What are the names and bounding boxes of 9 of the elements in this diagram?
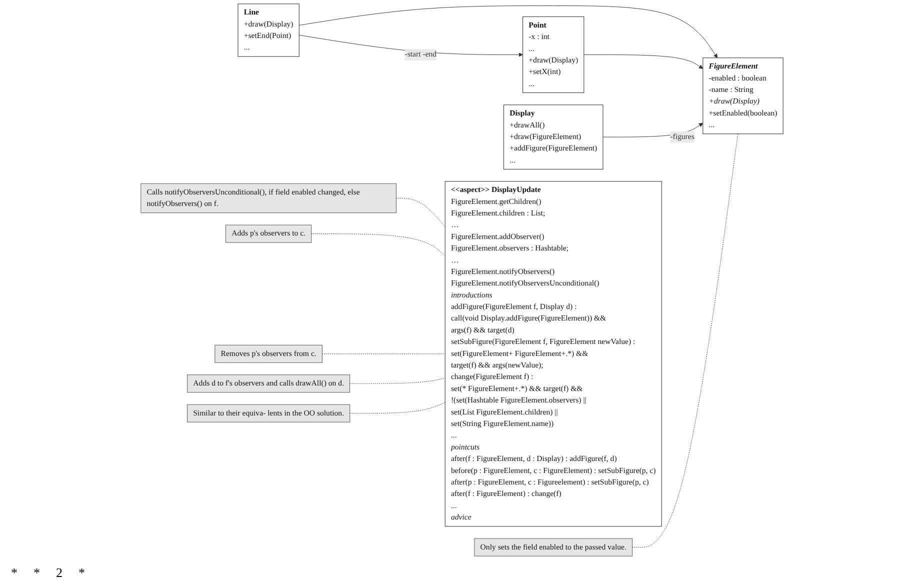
- multiplicity-label: *: [78, 564, 86, 580]
- connector: [349, 402, 445, 414]
- multiplicity-label: *: [10, 564, 18, 580]
- multiplicity-label: 2: [55, 564, 64, 580]
- connector: [395, 198, 445, 228]
- multiplicity-label: *: [32, 564, 41, 580]
- connector: [349, 378, 445, 384]
- connector: [632, 134, 738, 548]
- connector: [310, 234, 445, 256]
